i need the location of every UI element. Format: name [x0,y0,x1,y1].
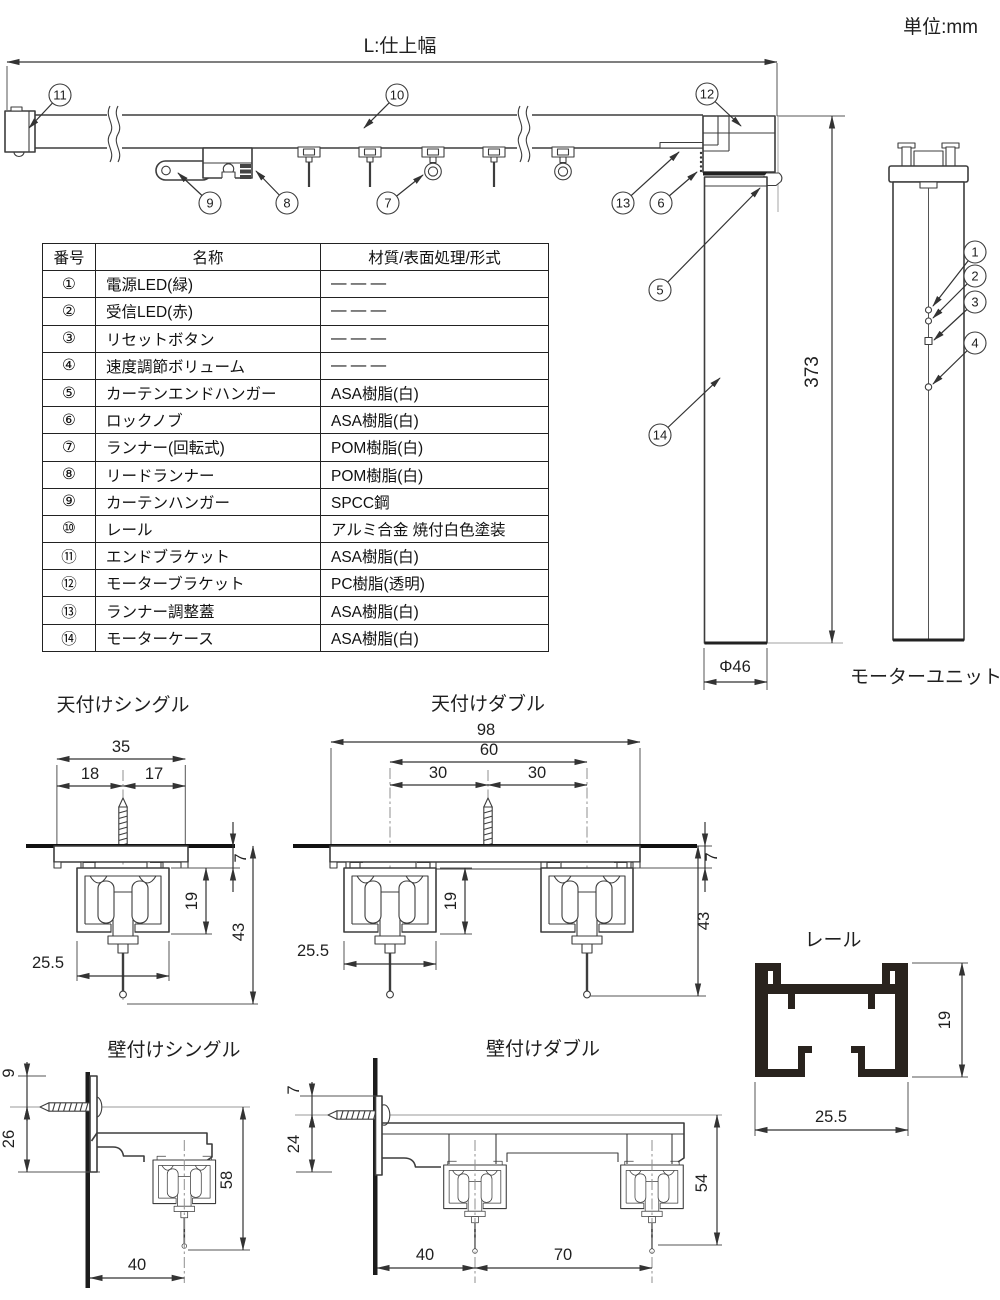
callout-8: 8 [255,170,299,215]
callout-10: 10 [363,83,409,129]
svg-text:1: 1 [971,245,978,260]
wall-double-diagram: 壁付けダブル 7 24 54 40 70 [285,1037,722,1283]
rail-profile [755,963,908,1077]
callout-6: 6 [649,171,698,215]
wall [85,1072,90,1288]
svg-text:7: 7 [232,853,250,862]
callout-1: 1 [932,240,987,307]
svg-text:40: 40 [416,1246,434,1264]
callout-13: 13 [611,151,680,215]
dim-phi46: Φ46 [719,658,751,676]
svg-text:30: 30 [528,764,546,782]
svg-text:10: 10 [390,88,404,103]
svg-text:25.5: 25.5 [815,1108,847,1126]
svg-text:30: 30 [429,764,447,782]
lock-knob-serration [699,151,703,173]
svg-text:2: 2 [971,269,978,284]
callout-12: 12 [695,82,742,127]
wall-single-title: 壁付けシングル [107,1039,240,1061]
svg-text:18: 18 [81,765,99,783]
svg-text:4: 4 [971,336,978,351]
motor-unit-label: モーターユニット [850,666,1000,688]
wall-single-diagram: 壁付けシングル 9 26 58 40 [0,1039,250,1288]
svg-text:43: 43 [695,912,713,930]
rail-section-title: レール [804,930,861,951]
table-header-row: 番号 名称 材質/表面処理/形式 [42,242,549,272]
svg-text:24: 24 [285,1135,303,1153]
svg-text:9: 9 [206,196,213,211]
svg-text:40: 40 [128,1256,146,1274]
svg-text:6: 6 [657,196,664,211]
finish-width-label: L:仕上幅 [364,35,437,57]
motor-unit-front-view: モーターユニット [850,142,1000,688]
runner-plain [297,146,506,187]
svg-text:19: 19 [936,1011,954,1029]
svg-text:7: 7 [703,852,721,861]
callout-3: 3 [933,290,987,341]
svg-text:26: 26 [0,1130,18,1148]
unit-label: 単位:mm [903,16,978,38]
svg-text:25.5: 25.5 [297,942,329,960]
ceiling-double-diagram: 天付けダブル 98 60 30 30 7 19 43 2 [293,692,721,1000]
callout-7: 7 [376,174,424,215]
callouts: 11 10 12 9 8 7 13 6 5 14 1 2 3 4 [28,82,987,447]
ceiling-double-title: 天付けダブル [431,692,545,715]
header-number: 番号 [42,242,96,272]
svg-text:25.5: 25.5 [32,954,64,972]
rail-top-view: 単位:mm L:仕上幅 [4,16,978,690]
svg-text:19: 19 [183,892,201,910]
callout-4: 4 [932,331,987,385]
svg-text:12: 12 [700,87,714,102]
callout-5: 5 [648,187,761,302]
svg-text:7: 7 [384,196,391,211]
svg-text:58: 58 [218,1171,236,1189]
svg-text:35: 35 [112,738,130,756]
svg-text:70: 70 [554,1246,572,1264]
svg-text:17: 17 [145,765,163,783]
runner-ring [421,146,575,181]
svg-text:5: 5 [656,283,663,298]
ceiling-single-title: 天付けシングル [56,694,189,716]
svg-text:98: 98 [477,721,495,739]
svg-text:13: 13 [616,196,630,211]
svg-text:43: 43 [230,923,248,941]
svg-text:11: 11 [53,88,67,103]
wall-double-title: 壁付けダブル [486,1037,600,1060]
svg-text:14: 14 [653,428,667,443]
svg-text:9: 9 [0,1068,18,1077]
callout-2: 2 [932,264,987,319]
header-name: 名称 [95,242,321,272]
svg-text:60: 60 [480,741,498,759]
callout-9: 9 [177,172,222,215]
svg-text:19: 19 [442,892,460,910]
rail-cross-section: レール 19 25.5 [754,930,968,1136]
dim-373: 373 [802,356,823,388]
svg-text:8: 8 [283,196,290,211]
svg-text:7: 7 [285,1085,303,1094]
callout-14: 14 [648,377,721,447]
svg-text:3: 3 [971,295,978,310]
ceiling-single-diagram: 天付けシングル 35 18 17 7 19 43 25.5 [26,694,258,1005]
svg-text:54: 54 [693,1174,711,1192]
header-material: 材質/表面処理/形式 [320,242,549,272]
callout-11: 11 [28,83,72,129]
